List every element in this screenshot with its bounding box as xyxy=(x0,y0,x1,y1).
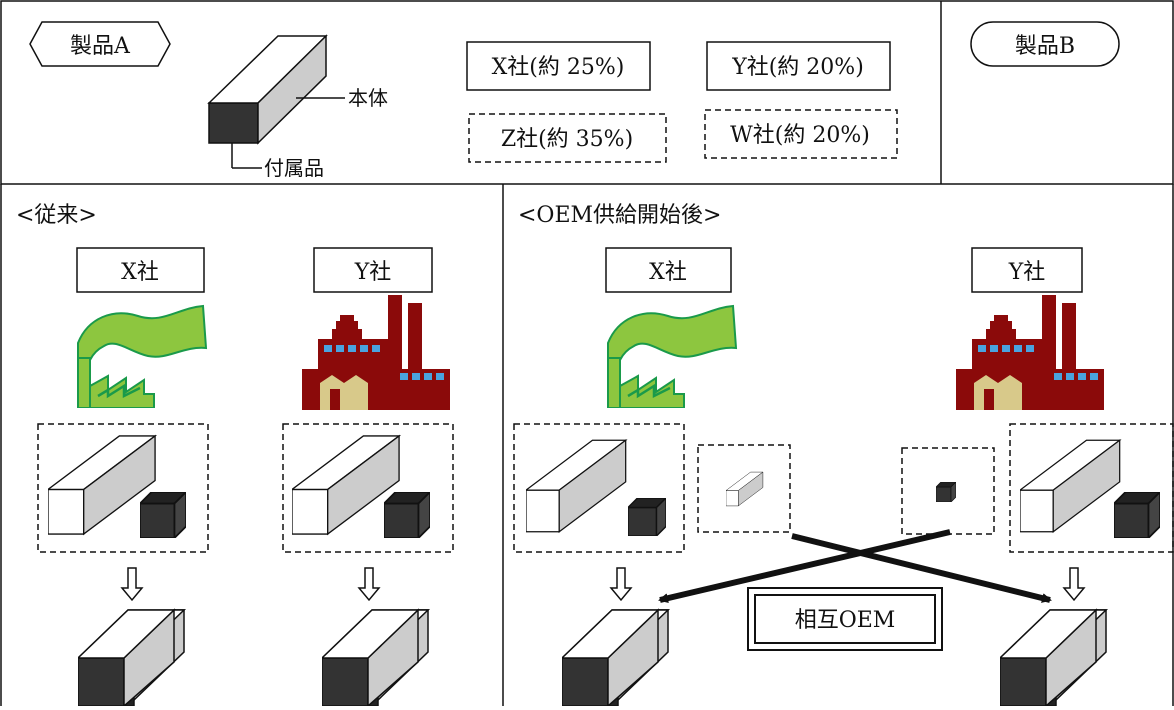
right-company-x: X社 xyxy=(649,260,687,285)
left-factory-x-icon xyxy=(78,306,206,408)
share-w: W社(約 20%) xyxy=(730,123,870,148)
right-down-arrow-y xyxy=(1064,568,1084,600)
right-factory-x-icon xyxy=(608,306,736,408)
right-accessory-y xyxy=(1114,492,1160,538)
share-z: Z社(約 35%) xyxy=(501,127,633,152)
product-a-illustration xyxy=(209,36,345,168)
mutual-oem-label: 相互OEM xyxy=(795,608,896,633)
right-panel-title: <OEM供給開始後> xyxy=(518,203,722,228)
product-a-label: 製品A xyxy=(70,34,131,59)
left-panel-title: <従来> xyxy=(16,203,97,228)
product-b-label: 製品B xyxy=(1015,34,1075,59)
share-y: Y社(約 20%) xyxy=(731,55,864,80)
right-accessory-x xyxy=(628,498,666,536)
left-company-y: Y社 xyxy=(354,260,392,285)
body-label: 本体 xyxy=(348,86,388,110)
right-small-body xyxy=(726,472,763,506)
left-down-arrow-x xyxy=(122,568,142,600)
right-product-x xyxy=(562,610,668,706)
left-factory-y-icon xyxy=(302,295,450,410)
left-product-y xyxy=(322,610,428,706)
left-accessory-x xyxy=(140,492,186,538)
right-factory-y-icon xyxy=(956,295,1104,410)
left-accessory-y xyxy=(384,492,430,538)
left-product-x xyxy=(78,610,184,706)
right-product-y xyxy=(1000,610,1106,706)
left-down-arrow-y xyxy=(359,568,379,600)
right-company-y: Y社 xyxy=(1008,260,1046,285)
right-body-y xyxy=(1020,440,1120,531)
right-down-arrow-x xyxy=(611,568,631,600)
left-company-x: X社 xyxy=(121,260,159,285)
share-x: X社(約 25%) xyxy=(492,55,625,80)
right-body-x xyxy=(526,440,626,531)
left-body-x xyxy=(48,436,155,534)
accessory-label: 付属品 xyxy=(264,156,324,180)
right-small-accessory xyxy=(936,482,956,502)
left-body-y xyxy=(292,436,399,534)
